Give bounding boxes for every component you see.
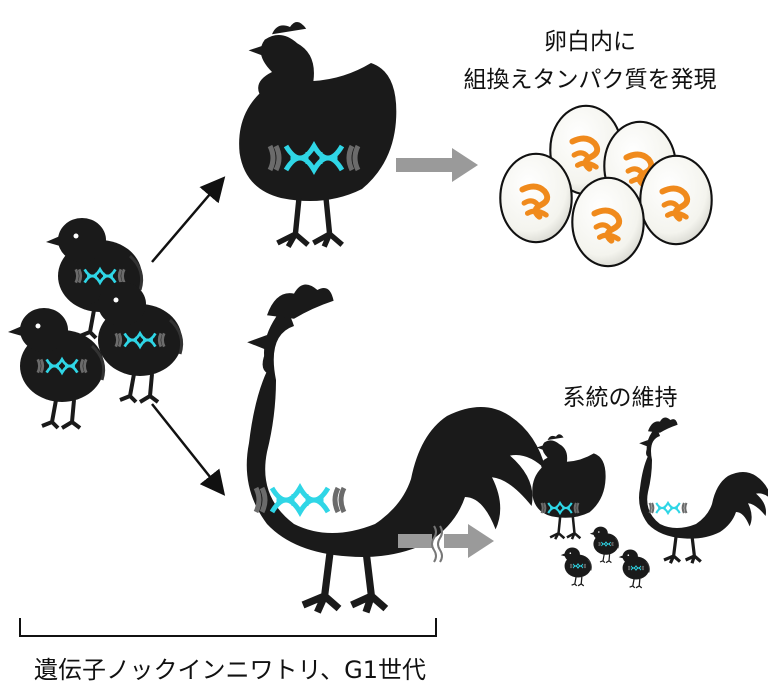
chick-icon bbox=[589, 525, 620, 564]
wavy-break-icon bbox=[431, 525, 437, 563]
bottom-caption: 遺伝子ノックインニワトリ、G1世代 bbox=[34, 656, 426, 684]
egg-title-line1: 卵白内に bbox=[544, 29, 636, 55]
egg-title-line2: 組換えタンパク質を発現 bbox=[463, 67, 717, 93]
hen-icon bbox=[239, 22, 396, 247]
egg-icon bbox=[500, 154, 571, 242]
arrow-to-rooster bbox=[151, 403, 226, 496]
chick-icon bbox=[560, 546, 593, 587]
hen-icon bbox=[530, 433, 607, 541]
arrow-to-eggs bbox=[396, 148, 478, 182]
arrow-to-hen bbox=[151, 176, 226, 263]
rooster-icon bbox=[247, 284, 546, 612]
bracket bbox=[19, 618, 437, 637]
line-maintenance-label: 系統の維持 bbox=[562, 385, 678, 411]
egg-cluster bbox=[500, 106, 711, 266]
chick-icon bbox=[84, 280, 184, 404]
egg-icon bbox=[572, 178, 643, 266]
arrow-to-line bbox=[398, 524, 494, 563]
rooster-icon bbox=[637, 415, 768, 565]
dna-icon bbox=[648, 501, 688, 515]
chick-icon bbox=[618, 548, 651, 589]
egg-icon bbox=[640, 156, 711, 244]
